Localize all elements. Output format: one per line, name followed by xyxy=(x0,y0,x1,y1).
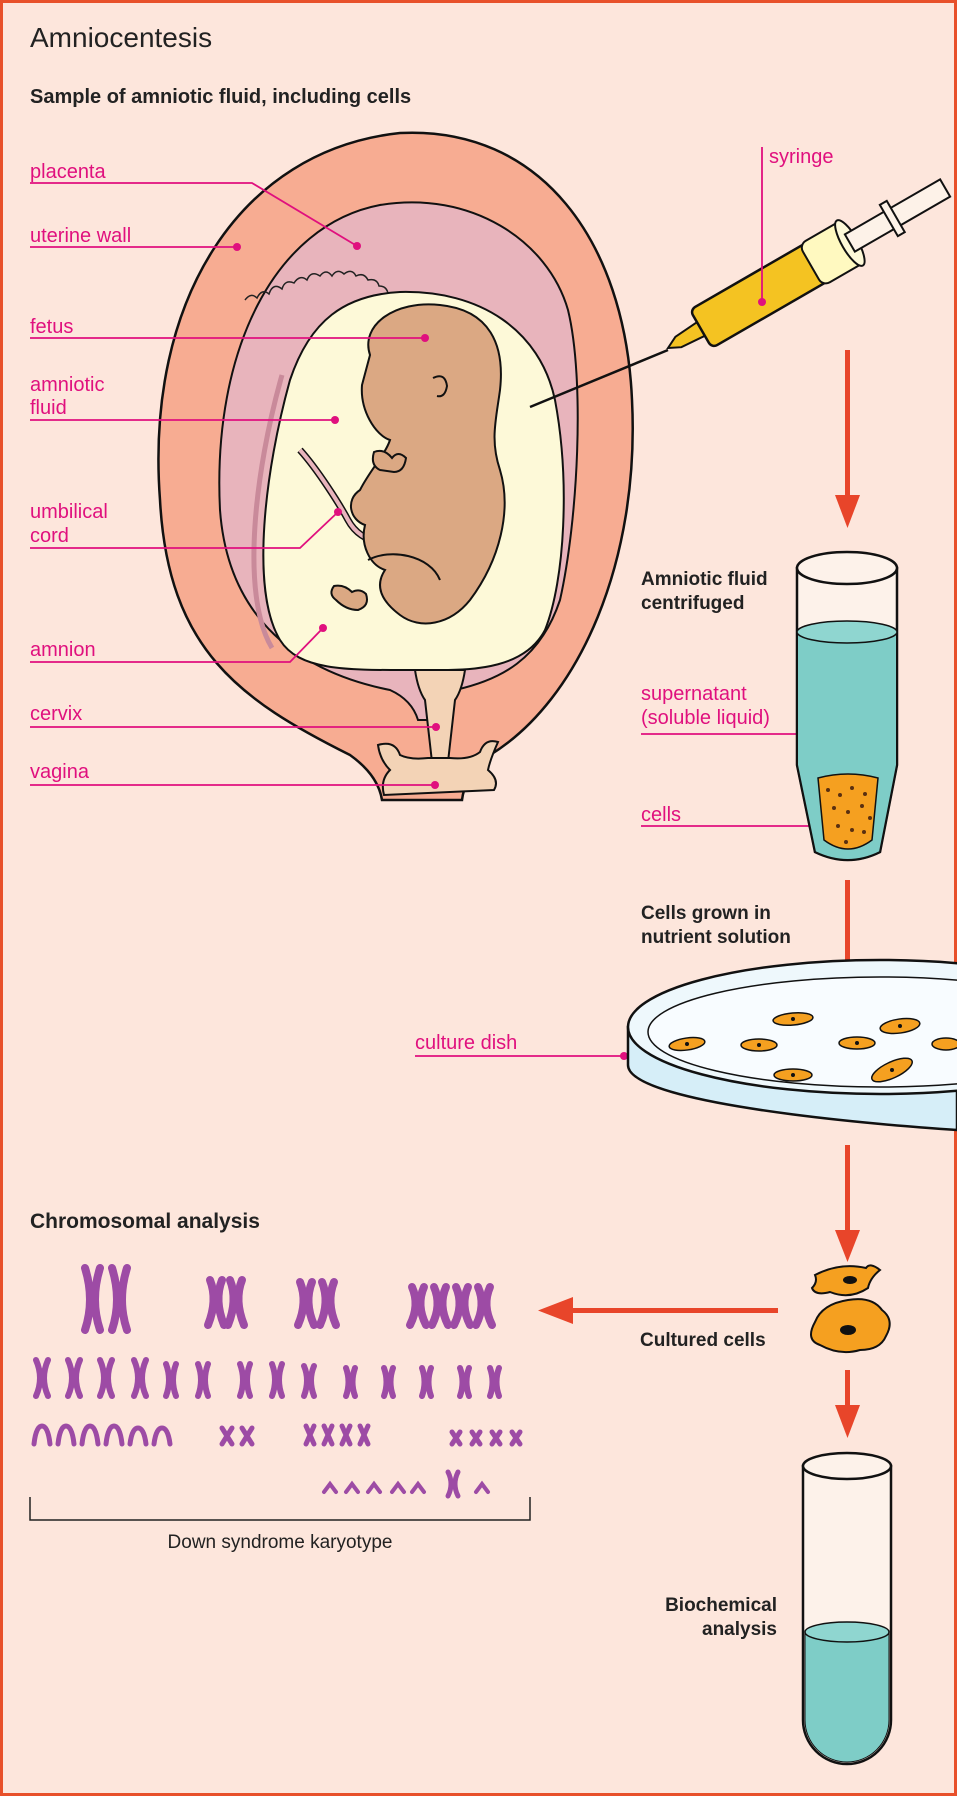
label-umbilical-cord-line1: umbilical xyxy=(30,501,108,523)
step-centrifuged-line2: centrifuged xyxy=(641,593,744,614)
step-centrifuged-line1: Amniotic fluid xyxy=(641,569,768,590)
label-amnion: amnion xyxy=(30,639,96,661)
centrifuge-tube xyxy=(797,552,897,860)
label-uterine-wall: uterine wall xyxy=(30,225,131,247)
label-amniotic-fluid-line1: amniotic xyxy=(30,374,104,396)
label-amniotic-fluid-line2: fluid xyxy=(30,397,67,419)
page-subtitle: Sample of amniotic fluid, including cell… xyxy=(30,86,411,108)
label-cells: cells xyxy=(641,804,681,826)
step-biochemical-line1: Biochemical xyxy=(665,1595,777,1616)
step-grown-line1: Cells grown in xyxy=(641,903,771,924)
label-syringe: syringe xyxy=(769,146,833,168)
step-cultured-cells: Cultured cells xyxy=(640,1330,766,1351)
label-fetus: fetus xyxy=(30,316,73,338)
label-supernatant-line2: (soluble liquid) xyxy=(641,707,770,729)
step-grown-line2: nutrient solution xyxy=(641,927,791,948)
page-title: Amniocentesis xyxy=(30,22,212,53)
biochemical-tube xyxy=(803,1453,891,1764)
label-supernatant-line1: supernatant xyxy=(641,683,747,705)
karyotype-caption: Down syndrome karyotype xyxy=(168,1532,393,1553)
label-culture-dish: culture dish xyxy=(415,1032,517,1054)
label-placenta: placenta xyxy=(30,161,106,183)
step-chromosomal-analysis: Chromosomal analysis xyxy=(30,1210,260,1233)
label-cervix: cervix xyxy=(30,703,82,725)
label-umbilical-cord-line2: cord xyxy=(30,525,69,547)
step-biochemical-line2: analysis xyxy=(702,1619,777,1640)
label-vagina: vagina xyxy=(30,761,90,783)
